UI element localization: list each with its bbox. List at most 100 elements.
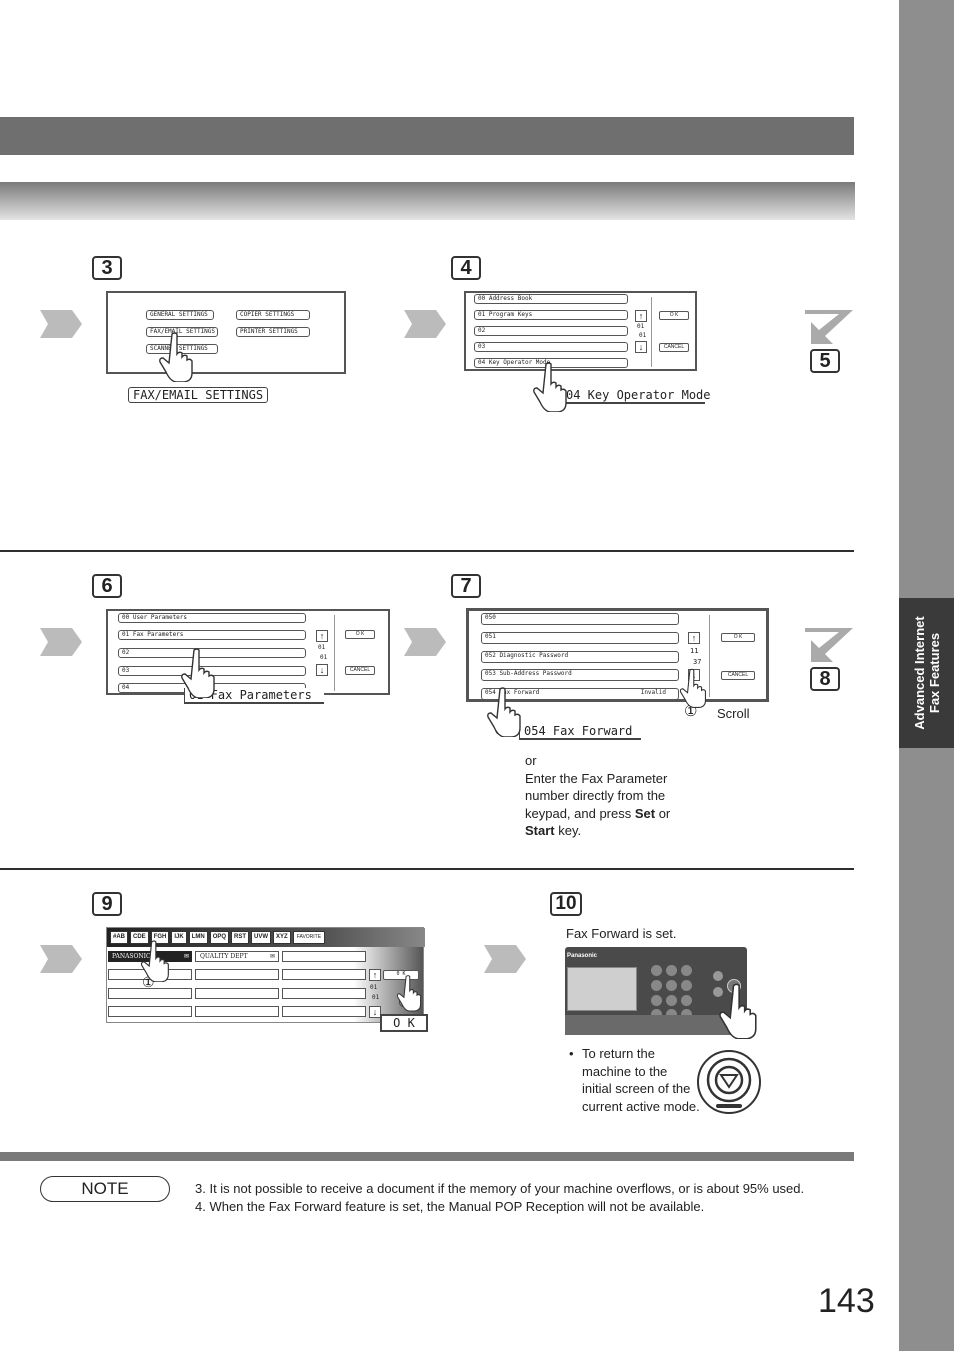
list-item[interactable]: 051 <box>481 632 679 644</box>
ok-button[interactable]: O K <box>721 633 755 642</box>
step6-screen: 00 User Parameters 01 Fax Parameters 02 … <box>106 609 390 695</box>
return-instructions: To return the machine to the initial scr… <box>582 1046 700 1114</box>
status-invalid: Invalid <box>640 689 666 696</box>
panel-display <box>567 967 637 1011</box>
keypad-key[interactable] <box>681 994 692 1006</box>
header-bar <box>0 117 854 155</box>
page-indicator-bottom: 01 <box>639 332 647 339</box>
keypad-key[interactable] <box>666 965 677 976</box>
step6-callout: 01 Fax Parameters <box>184 688 324 704</box>
step-number-7: 7 <box>451 574 481 598</box>
tab-xyz[interactable]: XYZ <box>273 931 291 944</box>
step7-instructions: or Enter the Fax Parameter number direct… <box>525 753 671 838</box>
step10-caption: Fax Forward is set. <box>566 926 677 941</box>
sub-header-bar <box>0 182 855 220</box>
scroll-up-icon[interactable]: ↑ <box>316 630 328 642</box>
scroll-up-icon[interactable]: ↑ <box>369 969 381 981</box>
list-item[interactable]: 01 Fax Parameters <box>118 630 306 640</box>
hand-pointer-icon <box>486 687 522 738</box>
page-indicator-top: 01 <box>370 984 378 991</box>
entry-empty[interactable] <box>195 969 279 980</box>
printer-settings-button[interactable]: PRINTER SETTINGS <box>236 327 310 337</box>
hand-pointer-icon <box>158 332 194 383</box>
separator <box>651 297 652 367</box>
entry-empty[interactable] <box>282 988 366 999</box>
entry-empty[interactable] <box>195 1006 279 1017</box>
step-number-3: 3 <box>92 256 122 280</box>
list-item[interactable]: 053 Sub-Address Password <box>481 669 679 681</box>
separator <box>334 615 335 691</box>
keypad-key[interactable] <box>681 979 692 991</box>
keypad-key[interactable] <box>666 1009 677 1021</box>
copier-settings-button[interactable]: COPIER SETTINGS <box>236 310 310 320</box>
scroll-up-icon[interactable]: ↑ <box>635 310 647 322</box>
keypad-key[interactable] <box>651 1009 662 1021</box>
keypad-key[interactable] <box>651 979 662 991</box>
cancel-button[interactable]: CANCEL <box>721 671 755 680</box>
tab-lmn[interactable]: LMN <box>188 931 208 944</box>
general-settings-button[interactable]: GENERAL SETTINGS <box>146 310 214 320</box>
start-button[interactable] <box>713 987 723 997</box>
panel-brand: Panasonic <box>567 953 598 959</box>
hand-pointer-icon <box>180 648 216 699</box>
index-tabs: #AB CDE FGH IJK LMN OPQ RST UVW XYZ FAVO… <box>110 931 326 944</box>
list-item[interactable]: 03 <box>474 342 628 352</box>
ok-button[interactable]: 0 K <box>383 970 419 980</box>
tab-ijk[interactable]: IJK <box>171 931 187 944</box>
entry-empty[interactable] <box>282 969 366 980</box>
cancel-button[interactable]: CANCEL <box>345 666 375 675</box>
step4-callout: 04 Key Operator Mode <box>561 388 711 404</box>
tab-favorite[interactable]: FAVORITE <box>292 931 326 944</box>
tab-uvw[interactable]: UVW <box>251 931 272 944</box>
keypad-key[interactable] <box>681 1009 692 1021</box>
step-chevron-icon <box>404 628 446 656</box>
step-number-5: 5 <box>810 349 840 373</box>
scroll-down-icon[interactable]: ↓ <box>369 1006 381 1018</box>
entry-empty[interactable] <box>108 988 192 999</box>
list-item[interactable]: 01 Program Keys <box>474 310 628 320</box>
tab-opq[interactable]: OPQ <box>209 931 230 944</box>
scroll-up-icon[interactable]: ↑ <box>688 632 700 644</box>
step-number-4: 4 <box>451 256 481 280</box>
entry-empty[interactable] <box>108 1006 192 1017</box>
side-tab-label: Advanced Internet Fax Features <box>911 616 942 730</box>
note-badge: NOTE <box>40 1176 170 1202</box>
step-number-6: 6 <box>92 574 122 598</box>
list-item[interactable]: 00 User Parameters <box>118 613 306 623</box>
keypad-key[interactable] <box>666 994 677 1006</box>
scroll-down-icon[interactable]: ↓ <box>316 664 328 676</box>
ok-button[interactable]: O K <box>345 630 375 639</box>
numeric-keypad <box>651 965 695 1021</box>
tab-rst[interactable]: RST <box>231 931 250 944</box>
page-indicator-bottom: 01 <box>372 994 380 1001</box>
tab-cde[interactable]: CDE <box>130 931 149 944</box>
keypad-key[interactable] <box>666 979 677 991</box>
list-item-fax-forward[interactable]: 054 Fax Forward Invalid <box>481 688 679 700</box>
list-item[interactable]: 050 <box>481 613 679 625</box>
fax-email-settings-button[interactable]: FAX/EMAIL SETTINGS <box>146 327 218 337</box>
page-indicator-bottom: 37 <box>693 658 702 666</box>
keypad-key[interactable] <box>651 994 662 1006</box>
scroll-down-icon[interactable]: ↓ <box>635 341 647 353</box>
keypad-key[interactable] <box>651 965 662 976</box>
cancel-button[interactable]: CANCEL <box>659 343 689 352</box>
step-chevron-icon <box>40 628 82 656</box>
continue-arrow-icon <box>805 626 855 664</box>
entry-empty[interactable] <box>282 951 366 962</box>
entry-empty[interactable] <box>195 988 279 999</box>
list-item[interactable]: 02 <box>474 326 628 336</box>
tab-ab[interactable]: #AB <box>110 931 129 944</box>
list-item[interactable]: 02 <box>118 648 306 658</box>
page-indicator-bottom: 01 <box>320 654 328 661</box>
list-item[interactable]: 00 Address Book <box>474 294 628 304</box>
email-icon: ✉ <box>269 953 275 960</box>
ok-button[interactable]: O K <box>659 311 689 320</box>
step-chevron-icon <box>40 945 82 973</box>
list-item[interactable]: 052 Diagnostic Password <box>481 651 679 663</box>
entry-empty[interactable] <box>282 1006 366 1017</box>
clear-button[interactable] <box>713 971 723 981</box>
entry-quality-dept[interactable]: QUALITY DEPT✉ <box>195 951 279 962</box>
keypad-key[interactable] <box>681 965 692 976</box>
section-divider <box>0 550 854 552</box>
hand-pointer-icon <box>532 362 568 413</box>
